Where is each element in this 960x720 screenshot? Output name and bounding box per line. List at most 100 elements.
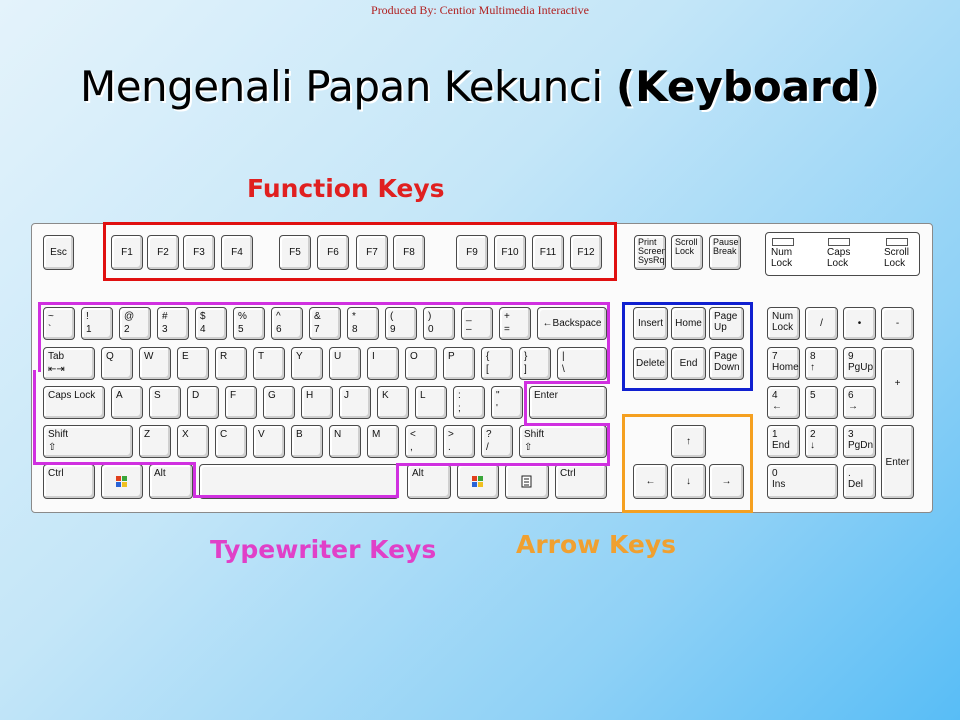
key-f2: F2: [147, 235, 179, 270]
key-f: F: [225, 386, 257, 419]
key-arrow-right: →: [709, 464, 744, 499]
key-num-enter: Enter: [881, 425, 914, 499]
shift-arrow-icon: ⇧: [524, 442, 533, 453]
key-h: H: [301, 386, 333, 419]
key-backspace: ←Backspace: [537, 307, 607, 340]
menu-icon: [521, 475, 532, 487]
key-7: &7: [309, 307, 341, 340]
key-t: T: [253, 347, 285, 380]
key-d: D: [187, 386, 219, 419]
key-delete: Delete: [633, 347, 668, 380]
key-num-2: 2↓: [805, 425, 838, 458]
key-k: K: [377, 386, 409, 419]
key-u: U: [329, 347, 361, 380]
key-f9: F9: [456, 235, 488, 270]
key-2: @2: [119, 307, 151, 340]
key-9: (9: [385, 307, 417, 340]
key-f5: F5: [279, 235, 311, 270]
key-slash: ?/: [481, 425, 513, 458]
key-tilde: ~`: [43, 307, 75, 340]
key-arrow-left: ←: [633, 464, 668, 499]
key-f6: F6: [317, 235, 349, 270]
slide-title: Mengenali Papan Kekunci (Keyboard): [0, 62, 960, 111]
key-comma: <,: [405, 425, 437, 458]
key-num-4: 4←: [767, 386, 800, 419]
key-num-decimal: .Del: [843, 464, 876, 499]
windows-logo-icon: [472, 475, 483, 487]
function-keys-label: Function Keys: [247, 174, 445, 203]
key-s: S: [149, 386, 181, 419]
key-1: !1: [81, 307, 113, 340]
key-f10: F10: [494, 235, 526, 270]
key-c: C: [215, 425, 247, 458]
scroll-lock-indicator-label: Scroll Lock: [884, 247, 910, 269]
key-home: Home: [671, 307, 706, 340]
key-insert: Insert: [633, 307, 668, 340]
key-w: W: [139, 347, 171, 380]
key-num-8: 8↑: [805, 347, 838, 380]
key-num-5: 5: [805, 386, 838, 419]
key-a: A: [111, 386, 143, 419]
key-esc: Esc: [43, 235, 74, 270]
key-z: Z: [139, 425, 171, 458]
key-right-ctrl: Ctrl: [555, 464, 607, 499]
key-x: X: [177, 425, 209, 458]
key-tab: Tab⇤⇥: [43, 347, 95, 380]
key-v: V: [253, 425, 285, 458]
key-quote: "': [491, 386, 523, 419]
key-num-plus: +: [881, 347, 914, 419]
key-enter: Enter: [529, 386, 607, 419]
key-g: G: [263, 386, 295, 419]
key-end: End: [671, 347, 706, 380]
keyboard-diagram: Esc F1 F2 F3 F4 F5 F6 F7 F8 F9 F10 F11 F…: [31, 223, 933, 513]
key-f11: F11: [532, 235, 564, 270]
key-b: B: [291, 425, 323, 458]
key-f3: F3: [183, 235, 215, 270]
key-m: M: [367, 425, 399, 458]
key-j: J: [339, 386, 371, 419]
key-num-minus: -: [881, 307, 914, 340]
key-f4: F4: [221, 235, 253, 270]
typewriter-keys-label: Typewriter Keys: [210, 535, 437, 564]
key-f8: F8: [393, 235, 425, 270]
tab-arrows-icon: ⇤⇥: [48, 364, 65, 375]
shift-arrow-icon: ⇧: [48, 442, 57, 453]
title-keyboard: (Keyboard): [615, 62, 881, 111]
key-equals: +=: [499, 307, 531, 340]
key-e: E: [177, 347, 209, 380]
key-period: >.: [443, 425, 475, 458]
key-f12: F12: [570, 235, 602, 270]
key-q: Q: [101, 347, 133, 380]
key-caps-lock: Caps Lock: [43, 386, 105, 419]
key-right-shift: Shift⇧: [519, 425, 607, 458]
key-0: )0: [423, 307, 455, 340]
key-l: L: [415, 386, 447, 419]
producer-credit: Produced By: Centior Multimedia Interact…: [371, 3, 589, 17]
key-backslash: |\: [557, 347, 607, 380]
key-minus: _–: [461, 307, 493, 340]
key-num-divide: /: [805, 307, 838, 340]
key-arrow-down: ↓: [671, 464, 706, 499]
key-5: %5: [233, 307, 265, 340]
key-f7: F7: [356, 235, 388, 270]
key-o: O: [405, 347, 437, 380]
key-left-windows: [101, 464, 143, 499]
key-y: Y: [291, 347, 323, 380]
num-lock-led: [772, 238, 794, 246]
scroll-lock-led: [886, 238, 908, 246]
key-menu: [505, 464, 549, 499]
key-f1: F1: [111, 235, 143, 270]
key-spacebar: [199, 464, 399, 499]
key-3: #3: [157, 307, 189, 340]
key-left-shift: Shift⇧: [43, 425, 133, 458]
